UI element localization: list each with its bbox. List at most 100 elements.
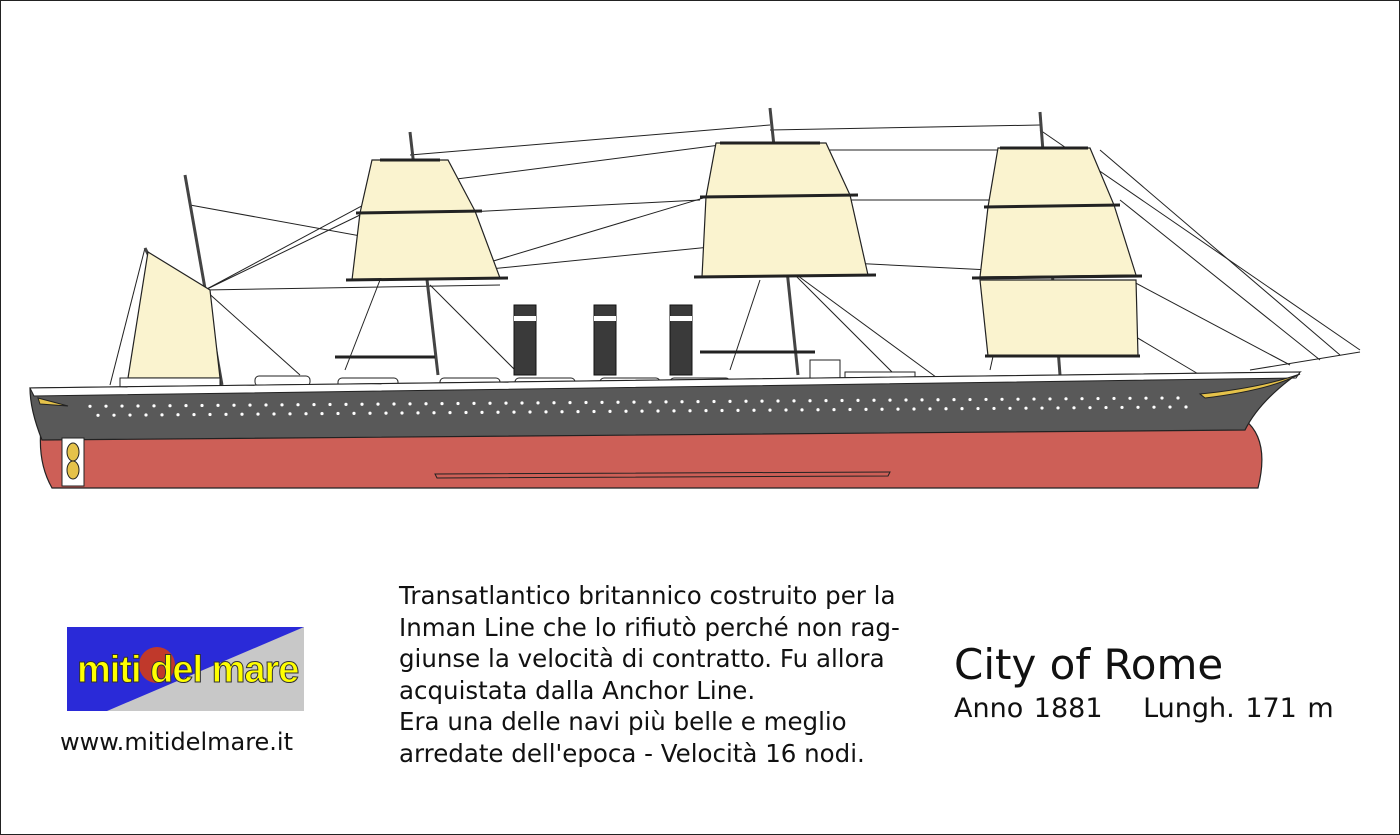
porthole	[512, 410, 516, 414]
porthole	[872, 398, 876, 402]
porthole	[888, 398, 892, 402]
porthole	[152, 404, 156, 408]
porthole	[328, 402, 332, 407]
porthole	[944, 407, 948, 411]
porthole	[1048, 397, 1052, 401]
porthole	[240, 412, 244, 416]
porthole	[280, 403, 284, 407]
porthole	[224, 412, 228, 416]
porthole	[528, 410, 532, 414]
porthole	[320, 411, 324, 416]
porthole	[192, 412, 196, 417]
porthole	[880, 407, 884, 411]
porthole	[352, 411, 356, 415]
porthole	[584, 400, 588, 405]
logo-emblem	[107, 627, 304, 711]
porthole	[624, 409, 628, 413]
porthole	[760, 399, 764, 403]
porthole	[376, 402, 380, 406]
porthole	[112, 413, 116, 417]
porthole	[464, 410, 468, 415]
porthole	[128, 413, 132, 417]
porthole	[200, 403, 204, 408]
porthole	[1144, 396, 1148, 400]
porthole	[696, 400, 700, 404]
porthole	[144, 413, 148, 417]
description-line: giunse la velocità di contratto. Fu allo…	[399, 644, 885, 673]
porthole	[728, 399, 732, 403]
porthole	[1056, 406, 1060, 410]
description-line: acquistata dalla Anchor Line.	[399, 675, 756, 705]
porthole	[1176, 396, 1180, 400]
porthole	[640, 409, 644, 413]
porthole	[256, 412, 260, 416]
porthole	[472, 401, 476, 405]
porthole	[88, 404, 92, 408]
porthole	[632, 400, 636, 404]
porthole	[712, 399, 716, 404]
porthole	[552, 401, 556, 405]
porthole	[1088, 406, 1092, 410]
porthole	[904, 398, 908, 402]
porthole	[968, 397, 972, 402]
porthole	[1000, 397, 1004, 401]
porthole	[304, 412, 308, 416]
porthole	[1128, 396, 1132, 400]
description-line: Transatlantico britannico costruito per …	[399, 581, 896, 610]
porthole	[456, 401, 460, 406]
porthole	[288, 412, 292, 416]
porthole	[480, 410, 484, 414]
ship-length: Lungh. 171 m	[1143, 693, 1334, 724]
porthole	[416, 411, 420, 415]
porthole	[856, 398, 860, 402]
porthole	[672, 409, 676, 413]
waterline-mark	[434, 471, 891, 479]
porthole	[312, 402, 316, 407]
porthole	[368, 411, 372, 415]
porthole	[408, 402, 412, 406]
porthole	[752, 408, 756, 412]
porthole	[808, 399, 812, 403]
porthole	[800, 408, 804, 412]
description-line: Era una delle navi più belle e meglio	[399, 707, 847, 736]
porthole	[832, 408, 836, 412]
porthole	[576, 410, 580, 414]
porthole	[1040, 406, 1044, 410]
porthole	[864, 407, 868, 411]
porthole	[680, 400, 684, 404]
ship-year: Anno 1881	[954, 693, 1103, 724]
porthole	[976, 406, 980, 411]
porthole	[176, 413, 180, 417]
description-line: arredate dell'epoca - Velocità 16 nodi.	[399, 738, 865, 768]
porthole	[776, 399, 780, 403]
porthole	[824, 399, 828, 403]
porthole	[496, 410, 500, 414]
ship-illustration	[29, 107, 1361, 489]
propeller-icon	[66, 442, 80, 480]
porthole	[1160, 396, 1164, 400]
porthole	[296, 403, 300, 407]
porthole	[768, 408, 772, 412]
porthole	[272, 412, 276, 416]
porthole	[840, 398, 844, 403]
porthole	[448, 411, 452, 415]
porthole	[736, 408, 740, 412]
porthole	[960, 407, 964, 411]
porthole	[392, 402, 396, 406]
porthole	[216, 403, 220, 407]
porthole	[208, 412, 212, 417]
porthole	[1032, 397, 1036, 401]
porthole	[664, 400, 668, 404]
porthole	[248, 403, 252, 407]
porthole	[264, 403, 268, 407]
porthole	[592, 409, 596, 414]
porthole	[1152, 405, 1156, 409]
bow-decoration	[1198, 373, 1301, 399]
logo[interactable]: miti del mare	[67, 627, 304, 711]
porthole	[1184, 405, 1188, 409]
porthole	[1120, 405, 1124, 410]
porthole	[1104, 405, 1108, 410]
porthole	[920, 398, 924, 402]
porthole	[616, 400, 620, 404]
website-link[interactable]: www.mitidelmare.it	[60, 728, 294, 756]
